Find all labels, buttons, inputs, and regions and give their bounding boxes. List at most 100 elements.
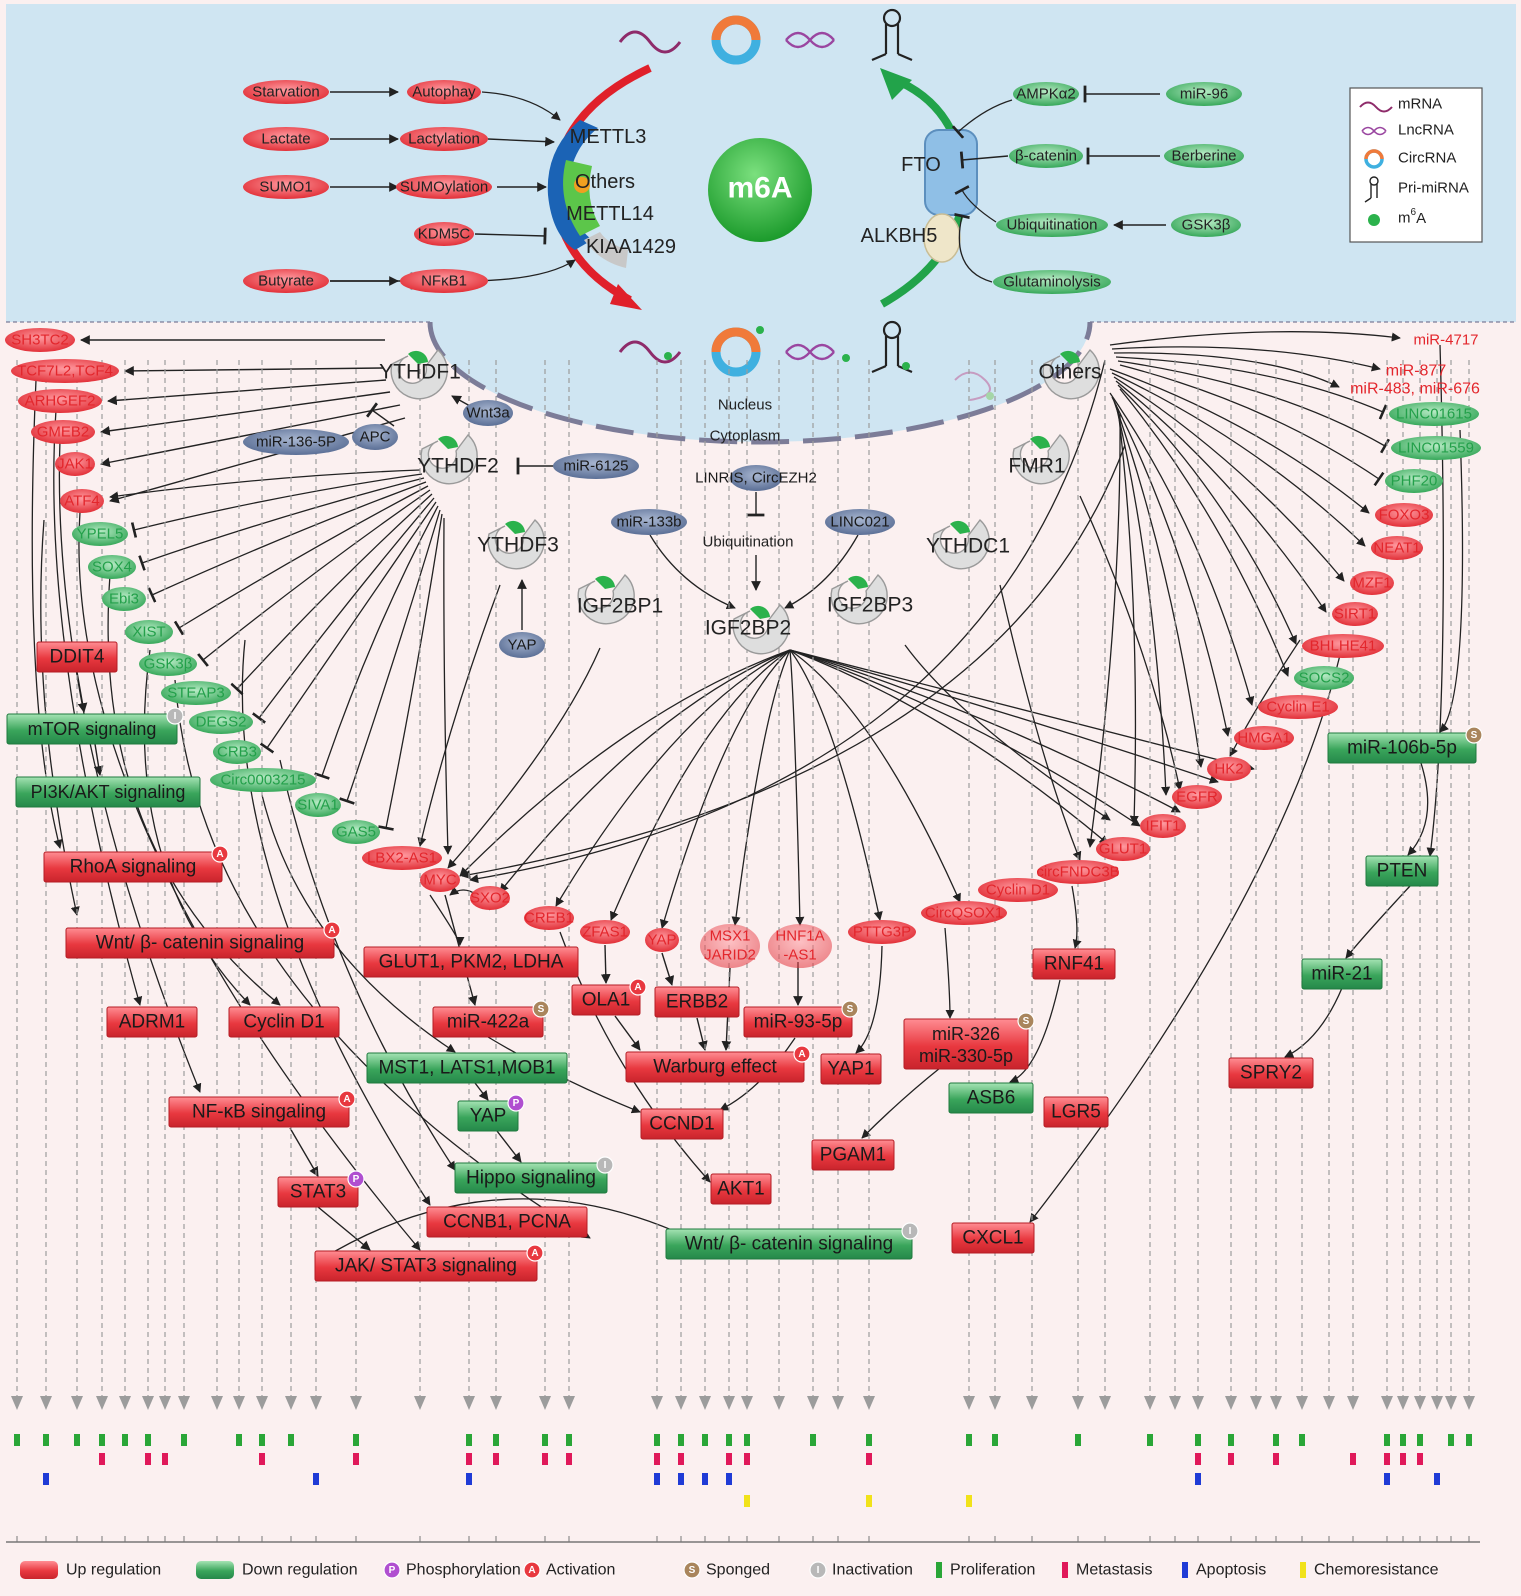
node-sxo2-shape bbox=[470, 886, 510, 910]
mark-metastasis bbox=[1384, 1453, 1390, 1465]
mark-proliferation bbox=[288, 1434, 294, 1446]
node-circ0003215-shape bbox=[210, 768, 316, 792]
outcome-arrowhead bbox=[1296, 1396, 1308, 1410]
node-zfas1-shape bbox=[580, 920, 630, 944]
mark-apoptosis bbox=[466, 1473, 472, 1485]
node-circqsox1: CircQSOX1 bbox=[925, 905, 1003, 922]
box-mir-422a-shape bbox=[432, 1006, 544, 1038]
badge-p-icon bbox=[383, 1561, 401, 1579]
edge bbox=[487, 136, 555, 147]
node-lactylation-shape bbox=[400, 127, 488, 151]
mark-metastasis bbox=[1228, 1453, 1234, 1465]
legend-inactivation: Inactivation bbox=[832, 1562, 913, 1579]
badge-i-letter: I bbox=[909, 1226, 912, 1237]
mark-proliferation bbox=[1400, 1434, 1406, 1446]
edge bbox=[417, 584, 501, 847]
box-ccnb1-pcna-shape bbox=[426, 1206, 588, 1238]
edge bbox=[241, 639, 431, 1206]
edge bbox=[461, 444, 1126, 880]
edge bbox=[1109, 368, 1370, 514]
reader-ythdf1-icon bbox=[390, 348, 448, 400]
outcome-arrowhead bbox=[1192, 1396, 1204, 1410]
edge bbox=[1439, 429, 1464, 733]
node-yap: YAP bbox=[648, 932, 677, 949]
edge bbox=[100, 391, 391, 436]
node-pttg3p-shape bbox=[848, 920, 916, 944]
badge-p-letter: P bbox=[389, 1565, 396, 1576]
outcome-arrowhead bbox=[178, 1396, 190, 1410]
outcome-arrowhead bbox=[563, 1396, 575, 1410]
edge bbox=[1119, 364, 1385, 487]
box-rnf41-shape bbox=[1032, 948, 1116, 980]
node-sumoylation: SUMOylation bbox=[400, 179, 488, 196]
outcome-arrowhead bbox=[1026, 1396, 1038, 1410]
badge-i-letter: I bbox=[604, 1160, 607, 1171]
node-sirt1-shape bbox=[1332, 602, 1378, 626]
edge bbox=[78, 511, 421, 1251]
box-wnt-catenin-signaling-shape bbox=[665, 1228, 913, 1260]
node-autophay-shape bbox=[407, 80, 481, 104]
nucleus-label: Nucleus bbox=[718, 397, 772, 414]
mark-apoptosis bbox=[1434, 1473, 1440, 1485]
outcome-arrowhead bbox=[1347, 1396, 1359, 1410]
node-msx1: MSX1 bbox=[710, 928, 751, 945]
badge-a-letter: A bbox=[328, 925, 335, 936]
edge bbox=[251, 497, 435, 724]
node-foxo3-shape bbox=[1375, 503, 1433, 527]
edge bbox=[459, 649, 791, 877]
box-stat3: STAT3 bbox=[290, 1182, 346, 1203]
box-lgr5-shape bbox=[1043, 1096, 1109, 1128]
node-ubiquitination: Ubiquitination bbox=[1007, 217, 1098, 234]
node-phf20: PHF20 bbox=[1391, 473, 1438, 490]
node-myc-shape bbox=[420, 868, 460, 892]
node-atf4-shape bbox=[60, 489, 104, 513]
edge bbox=[1009, 979, 1061, 1084]
outcome-arrowhead bbox=[142, 1396, 154, 1410]
node-nf-b1: NFκB1 bbox=[421, 273, 467, 290]
legend-proliferation: Proliferation bbox=[950, 1562, 1035, 1579]
mark-apoptosis bbox=[702, 1473, 708, 1485]
outcome-arrowhead bbox=[40, 1396, 52, 1410]
rna-icons-top bbox=[618, 8, 994, 401]
badge-s-letter: S bbox=[1471, 730, 1478, 741]
box-wnt-catenin-signaling: Wnt/ β- catenin signaling bbox=[685, 1234, 893, 1255]
node-arhgef2-shape bbox=[18, 389, 102, 413]
badge-s-icon bbox=[532, 1000, 550, 1018]
mark-proliferation bbox=[1228, 1434, 1234, 1446]
node-mir-483-mir-676: miR-483, miR-676 bbox=[1350, 381, 1480, 398]
edge bbox=[1113, 352, 1340, 388]
mark-proliferation bbox=[145, 1434, 151, 1446]
node-gsk3-shape bbox=[139, 652, 197, 676]
node-glut1: GLUT1 bbox=[1099, 841, 1147, 858]
edge bbox=[789, 649, 1219, 784]
mark-apoptosis bbox=[726, 1473, 732, 1485]
legend-chemoresistance: Chemoresistance bbox=[1314, 1562, 1439, 1579]
box-pi3k-akt-signaling-shape bbox=[15, 776, 201, 808]
box-stat3-shape bbox=[277, 1176, 359, 1208]
box-mir-106b-5p: miR-106b-5p bbox=[1347, 738, 1457, 759]
node-pttg3p: PTTG3P bbox=[853, 924, 911, 941]
mark-metastasis bbox=[145, 1453, 151, 1465]
node-egfr: EGFR bbox=[1176, 789, 1218, 806]
box-warburg-effect: Warburg effect bbox=[653, 1057, 777, 1078]
node-ifit1: IFIT1 bbox=[1145, 818, 1180, 835]
outcome-arrowhead bbox=[211, 1396, 223, 1410]
badge-s-icon bbox=[683, 1561, 701, 1579]
node-berberine: Berberine bbox=[1171, 148, 1236, 165]
edge bbox=[1113, 376, 1345, 582]
reader-ythdc1-label: YTHDC1 bbox=[926, 535, 1010, 558]
outcome-arrowhead bbox=[723, 1396, 735, 1410]
mark-chemoresistance bbox=[866, 1495, 872, 1507]
mark-proliferation bbox=[259, 1434, 265, 1446]
node-autophay: Autophay bbox=[412, 84, 476, 101]
edge bbox=[1119, 388, 1290, 677]
box-mst1-lats1-mob1: MST1, LATS1,MOB1 bbox=[378, 1058, 555, 1079]
node-cyclin-e1: Cyclin E1 bbox=[1266, 699, 1329, 716]
badge-a-letter: A bbox=[343, 1094, 350, 1105]
reader-others-label: Others bbox=[1038, 361, 1101, 384]
mark-proliferation bbox=[14, 1434, 20, 1446]
legend-mrna: mRNA bbox=[1398, 96, 1442, 113]
edge bbox=[904, 644, 1111, 821]
node-foxo3: FOXO3 bbox=[1379, 507, 1430, 524]
node-hk2-shape bbox=[1207, 757, 1251, 781]
